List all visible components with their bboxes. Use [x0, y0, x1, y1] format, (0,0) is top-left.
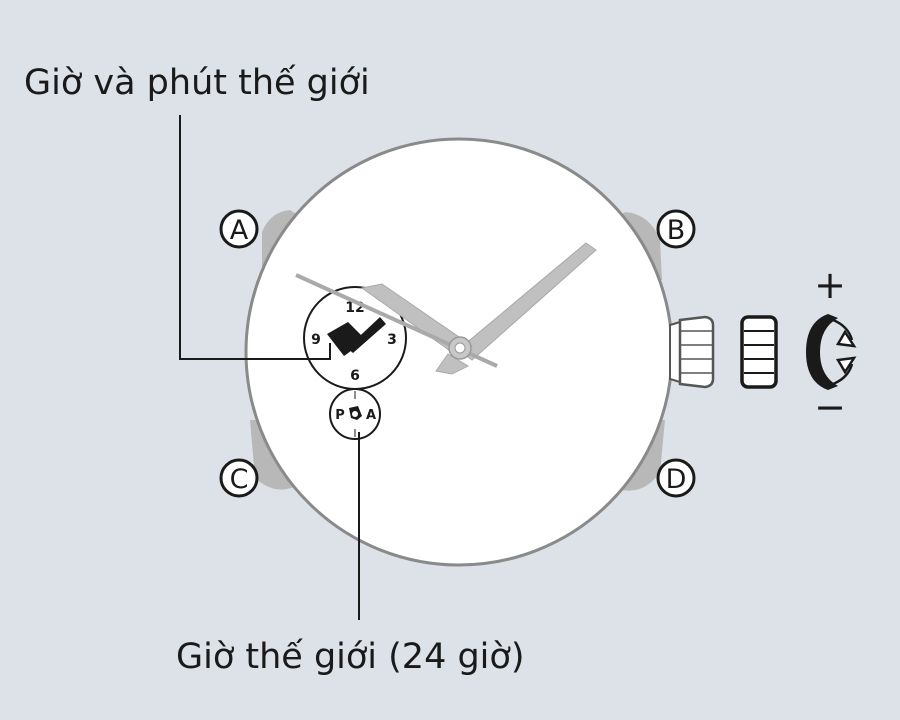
callout-world-24h: Giờ thế giới (24 giờ) — [176, 637, 524, 677]
button-a-label: A — [230, 215, 249, 246]
main-hands — [295, 242, 597, 375]
crown-rotate-icon — [806, 314, 857, 390]
subdial-3: 3 — [387, 332, 397, 348]
button-c[interactable]: C — [219, 458, 259, 498]
leader-line-world-hour-minute — [179, 115, 331, 360]
minute-hand — [457, 242, 597, 361]
button-d[interactable]: D — [656, 458, 696, 498]
crown-minus-sign: − — [814, 385, 846, 429]
subdial-hour-hand — [327, 322, 366, 356]
subdial-6: 6 — [350, 368, 360, 384]
button-b[interactable]: B — [656, 209, 696, 249]
crown-pulled-icon — [740, 315, 778, 389]
crown[interactable] — [669, 315, 715, 389]
subdial-24h-a: A — [366, 408, 376, 423]
subdial-24h-p: P — [335, 408, 345, 423]
subdial-9: 9 — [311, 332, 321, 348]
button-a[interactable]: A — [219, 209, 259, 249]
button-c-label: C — [230, 464, 249, 495]
callout-world-hour-minute: Giờ và phút thế giới — [24, 63, 370, 103]
button-d-label: D — [666, 464, 687, 495]
crown-plus-sign: + — [814, 263, 846, 307]
world-24h-subdial: P A — [329, 388, 381, 440]
button-b-label: B — [667, 215, 686, 246]
